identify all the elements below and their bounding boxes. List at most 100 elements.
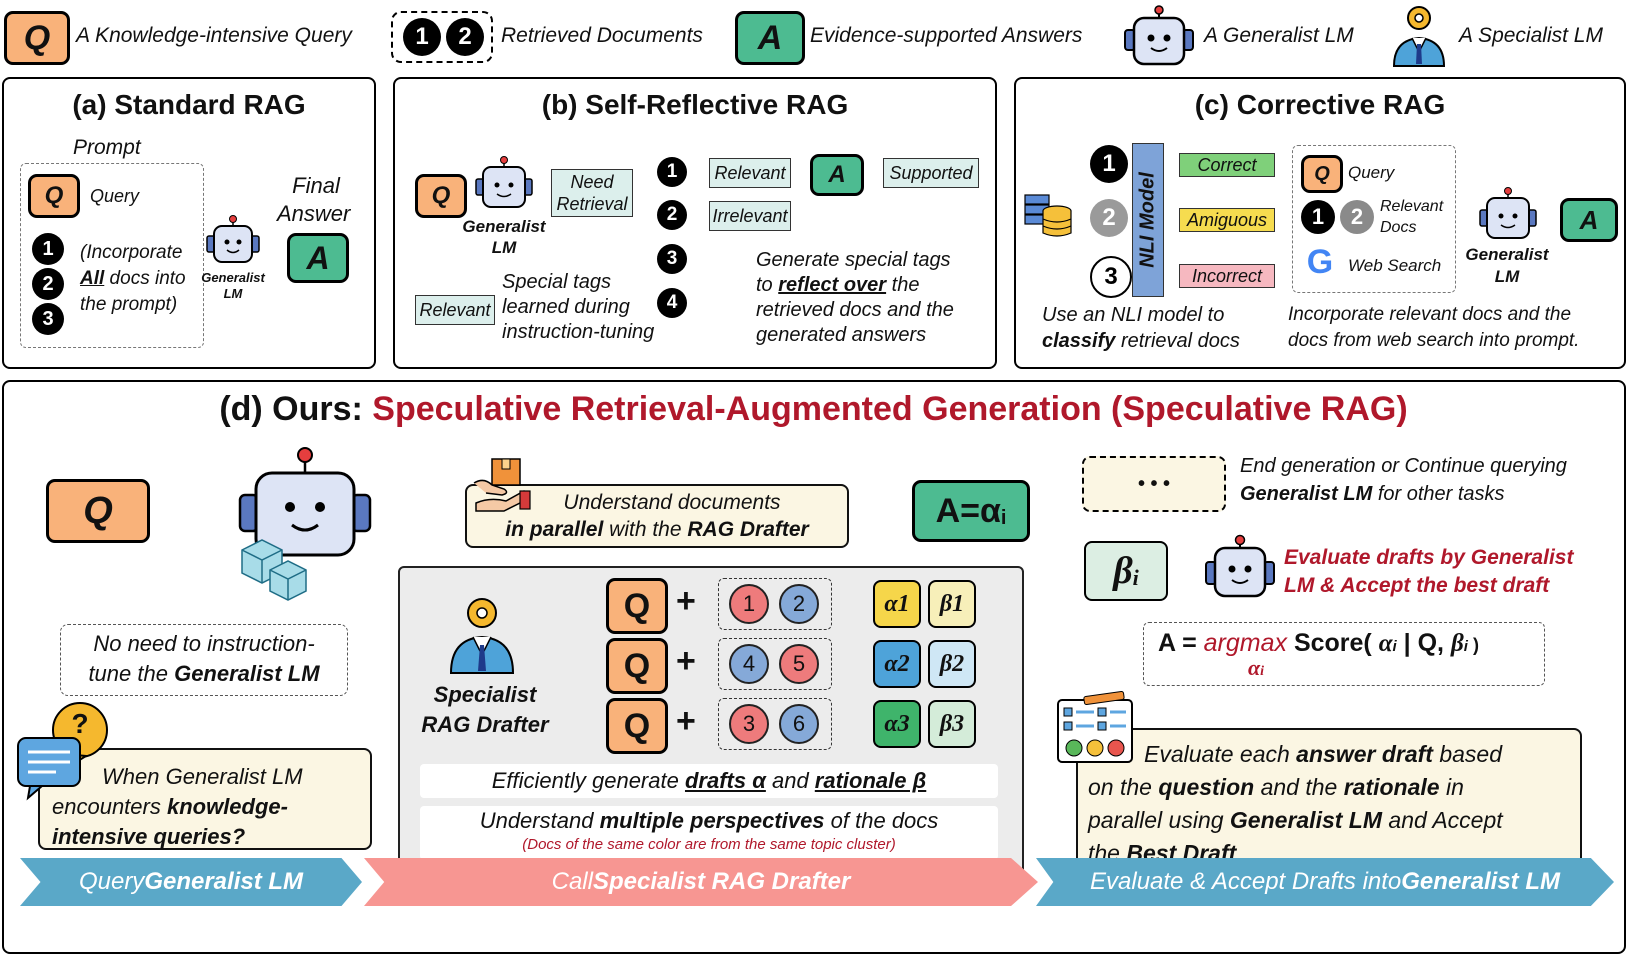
- panel-b-query-symbol: Q: [431, 182, 451, 209]
- multi-post: of the docs: [824, 808, 939, 833]
- draft-row-1-query: Q: [606, 578, 668, 634]
- draft-row-3-plus: +: [676, 702, 696, 740]
- corrective-caption: Incorporate relevant docs and the docs f…: [1288, 302, 1579, 354]
- nli-model-label: NLI Model: [1136, 172, 1159, 268]
- eval-2-em: question: [1158, 774, 1255, 800]
- generate-line-2: to reflect over the: [756, 273, 954, 298]
- panel-c-relevant-doc-2: 2: [1340, 200, 1374, 234]
- banner-1-pre: Query: [78, 868, 145, 895]
- special-line-2: learned during: [502, 296, 630, 318]
- nli-caption-2: classify retrieval docs: [1042, 328, 1240, 354]
- formula-alpha: α: [1378, 630, 1393, 657]
- banner-3-em: Generalist LM: [1401, 868, 1560, 895]
- eval-line-1: Evaluate each answer draft based: [1078, 730, 1580, 771]
- legend-query-symbol: Q: [23, 18, 51, 57]
- evaluate-each-box: Evaluate each answer draft based on the …: [1076, 728, 1582, 876]
- panel-c-robot-label-2: LM: [1494, 267, 1520, 286]
- legend-docs-label: Retrieved Documents: [501, 24, 703, 47]
- efficient-generate-text: Efficiently generate drafts α and ration…: [420, 764, 998, 798]
- draft-row-2-q: Q: [623, 646, 651, 685]
- draft-row-2-doc-b: 5: [779, 644, 819, 684]
- answer-eq: A=α: [935, 491, 1001, 530]
- draft-alpha-2: α2: [873, 640, 921, 688]
- when-line-3: intensive queries?: [52, 824, 246, 849]
- no-need-2-pre: tune the: [88, 661, 175, 686]
- multi-pre: Understand: [479, 808, 600, 833]
- rag-drafter-word: RAG Drafter: [687, 518, 809, 541]
- legend-answer-label: Evidence-supported Answers: [810, 24, 1083, 47]
- panel-a-doc-3: 3: [32, 303, 64, 335]
- panel-a-query-symbol: Q: [44, 182, 64, 209]
- database-icon: [1024, 194, 1072, 237]
- efficient-drafts: drafts α: [684, 768, 766, 793]
- amiguous-tag: Amiguous: [1179, 208, 1275, 232]
- no-need-generalist: Generalist LM: [174, 661, 320, 686]
- nli-caption: Use an NLI model to classify retrieval d…: [1042, 302, 1240, 354]
- evaluation-checklist-icon: [1057, 691, 1133, 763]
- google-icon: G: [1306, 243, 1334, 281]
- panel-a-robot-label: Generalist LM: [196, 270, 270, 302]
- formula-argmax: argmax: [1203, 629, 1287, 657]
- chat-bubble-icon: [17, 702, 108, 801]
- argmax-formula-box: A = argmax Score( αi | Q, βi ) αi: [1143, 622, 1545, 686]
- incorporate-all: All: [80, 268, 105, 289]
- panel-b-answer-box: A: [810, 154, 864, 196]
- final-answer-2: Answer: [277, 201, 351, 226]
- draft-row-3-q: Q: [623, 706, 651, 745]
- efficient-rationale: rationale β: [814, 768, 927, 793]
- incorporate-line-3: the prompt): [80, 294, 178, 315]
- efficient-pre: Efficiently generate: [491, 768, 685, 793]
- hand-document-icon: [473, 458, 531, 512]
- draft-row-1-q: Q: [623, 586, 651, 625]
- eval-line-2: on the question and the rationale in: [1078, 771, 1580, 804]
- final-answer-label: Final Answer: [277, 172, 350, 228]
- evaluate-red-2: LM & Accept the best draft: [1284, 574, 1550, 597]
- eval-line-3: parallel using Generalist LM and Accept: [1078, 804, 1580, 837]
- corrective-caption-1: Incorporate relevant docs and the: [1288, 304, 1572, 325]
- panel-d-query-symbol: Q: [83, 489, 113, 532]
- formula-under-sub: i: [1260, 664, 1265, 679]
- panel-a-doc-1: 1: [32, 233, 64, 265]
- formula-bar: | Q,: [1396, 629, 1451, 657]
- formula-under-alpha-char: α: [1248, 655, 1261, 680]
- no-need-line-2: tune the Generalist LM: [61, 659, 347, 689]
- banner-evaluate-accept: Evaluate & Accept Drafts into Generalist…: [1036, 858, 1614, 906]
- irrelevant-tag: Irrelevant: [709, 201, 791, 231]
- draft-beta-1: β1: [928, 580, 976, 628]
- need-retrieval-2: Retrieval: [556, 194, 628, 214]
- relevant-tag: Relevant: [709, 158, 791, 188]
- special-tags-text: Special tags learned during instruction-…: [502, 270, 654, 345]
- panel-c-robot-label-1: Generalist: [1465, 245, 1549, 264]
- draft-row-2-doc-a: 4: [729, 644, 769, 684]
- incorporate-line-1: (Incorporate: [80, 242, 183, 263]
- evaluate-red-1: Evaluate drafts by Generalist: [1284, 546, 1574, 569]
- legend-specialist-label: A Specialist LM: [1459, 24, 1603, 47]
- legend-specialist-icon: [1392, 6, 1446, 67]
- eval-3-post: and Accept: [1382, 807, 1503, 833]
- panel-a-doc-2: 2: [32, 268, 64, 300]
- understand-line-2: in parallel with the RAG Drafter: [467, 516, 847, 543]
- legend-query-label: A Knowledge-intensive Query: [76, 24, 352, 47]
- draft-row-2-docs: 4 5: [718, 638, 832, 690]
- draft-row-2-query: Q: [606, 638, 668, 694]
- specialist-drafter-label: Specialist RAG Drafter: [404, 680, 566, 740]
- generate-line-1: Generate special tags: [756, 249, 951, 271]
- ellipsis-box: • • •: [1082, 456, 1226, 512]
- special-line-3: instruction-tuning: [502, 321, 655, 343]
- panel-b-robot-label-1: Generalist: [462, 217, 546, 236]
- end-line-1: End generation or Continue querying: [1240, 455, 1567, 477]
- generate-2-pre: to: [756, 274, 779, 296]
- formula-beta: β: [1450, 630, 1464, 657]
- panel-a-query-label: Query: [90, 186, 140, 206]
- nli-model-bar: NLI Model: [1132, 143, 1164, 297]
- generate-2-post: the: [886, 274, 920, 296]
- banner-2-em: Specialist RAG Drafter: [592, 868, 851, 895]
- when-generalist-box: When Generalist LM encounters knowledge-…: [38, 748, 372, 850]
- legend-generalist-label: A Generalist LM: [1204, 24, 1354, 47]
- specialist-1: Specialist: [433, 682, 537, 707]
- legend-relevant-tag: Relevant: [415, 295, 495, 325]
- when-2-pre: encounters: [52, 794, 167, 819]
- evaluate-red-text: Evaluate drafts by Generalist LM & Accep…: [1284, 544, 1573, 600]
- correct-tag: Correct: [1179, 153, 1275, 177]
- understand-line-1: Understand documents: [563, 491, 781, 514]
